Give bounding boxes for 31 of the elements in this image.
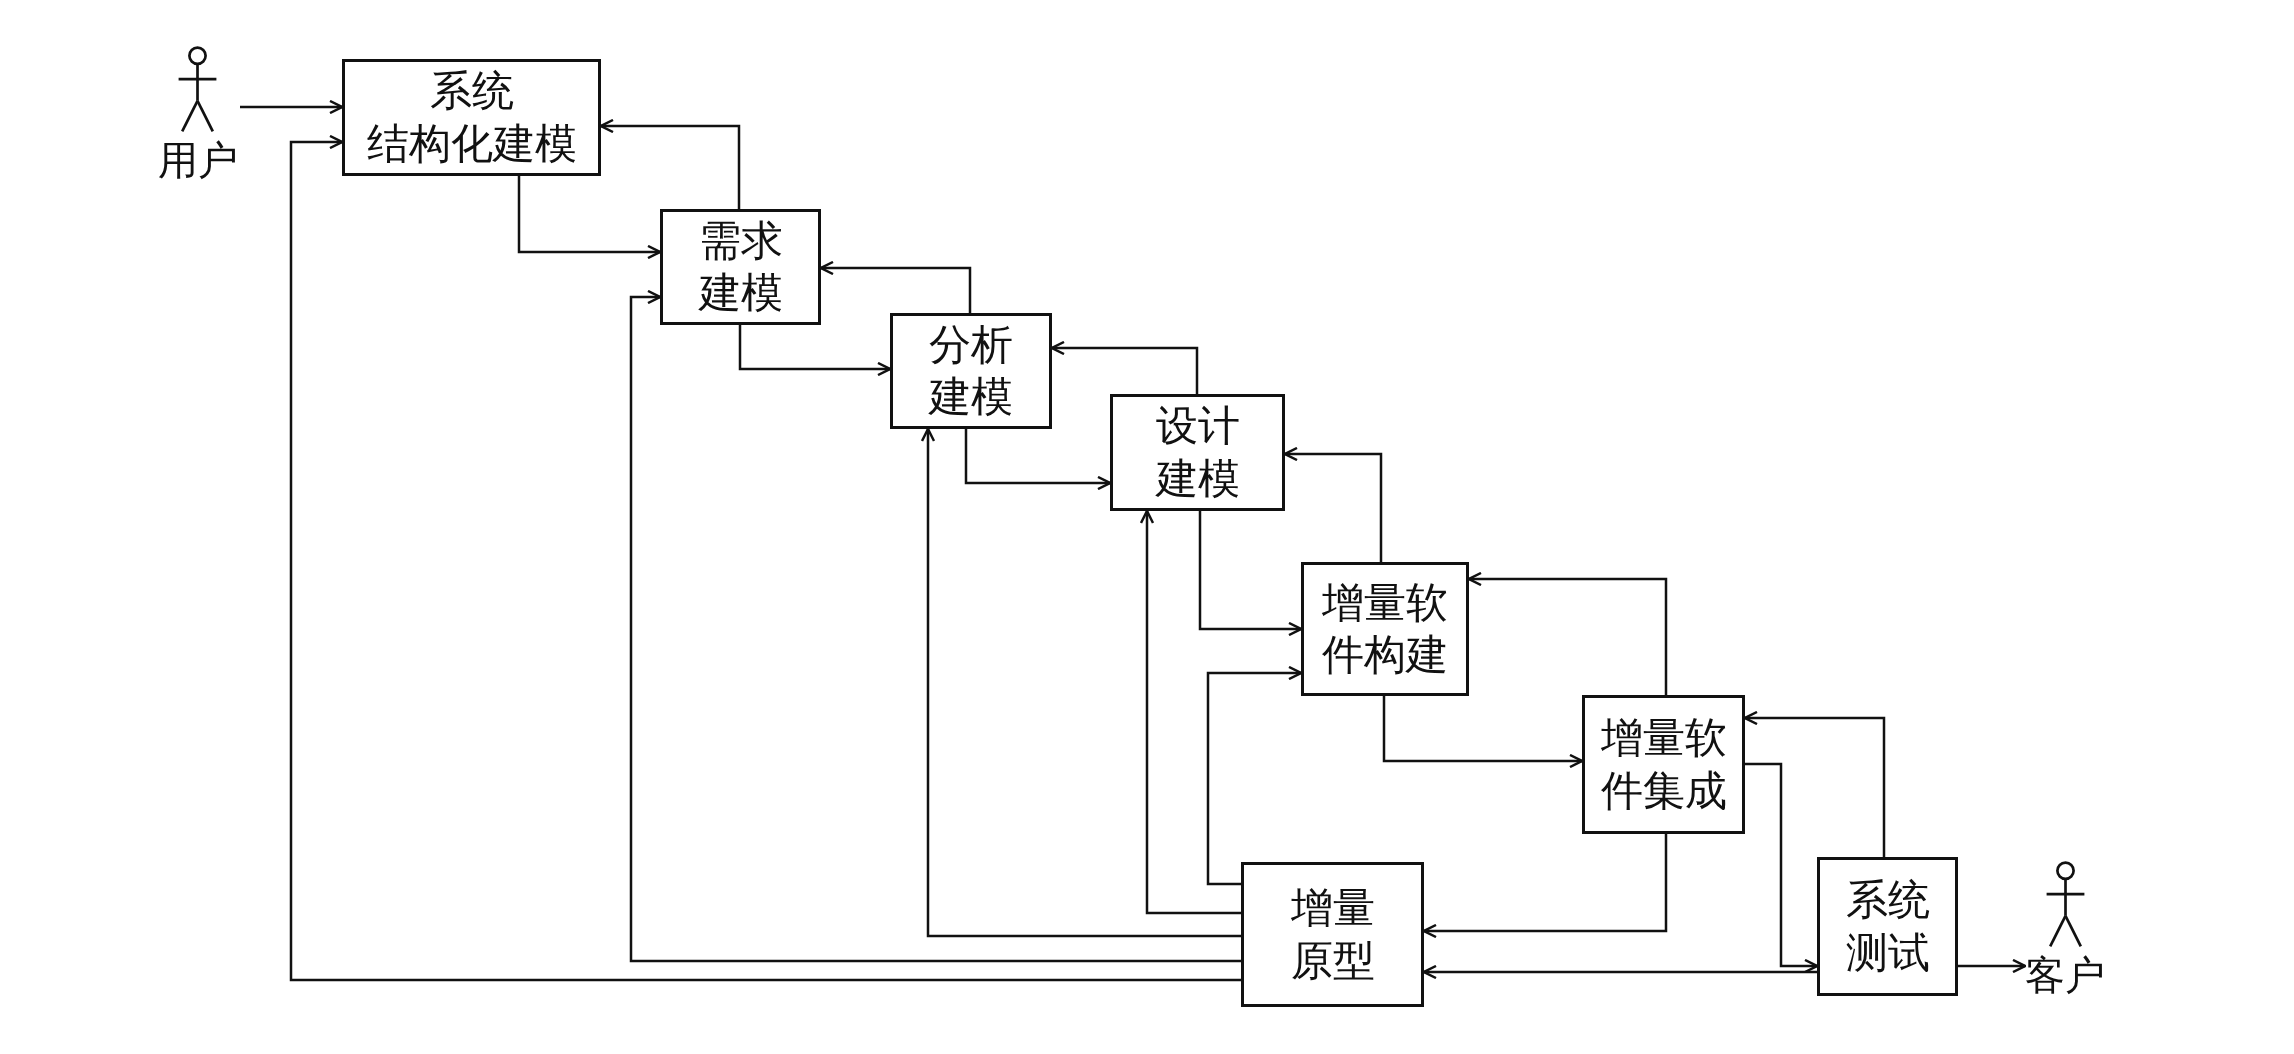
process-box: 增量软件构建 xyxy=(1301,562,1469,696)
arrow xyxy=(819,260,972,313)
process-box: 系统测试 xyxy=(1817,857,1958,996)
process-box: 分析建模 xyxy=(890,313,1052,429)
actor-label: 用户 xyxy=(157,137,238,183)
arrow xyxy=(599,118,741,209)
process-box: 增量软件集成 xyxy=(1582,695,1745,834)
arrow xyxy=(1382,696,1584,769)
arrow xyxy=(1958,958,2027,974)
process-box: 系统结构化建模 xyxy=(342,59,601,176)
arrow xyxy=(1467,571,1668,695)
arrow xyxy=(1206,665,1303,886)
arrow xyxy=(738,325,892,377)
arrow xyxy=(1050,340,1199,394)
arrow xyxy=(1743,710,1886,857)
arrow xyxy=(1745,762,1819,974)
arrow xyxy=(964,429,1112,491)
arrow xyxy=(517,176,662,260)
process-box: 需求建模 xyxy=(660,209,821,325)
arrow xyxy=(1422,834,1668,939)
arrow xyxy=(1422,964,1817,980)
arrow xyxy=(240,99,344,115)
arrow xyxy=(1198,511,1303,637)
arrow xyxy=(1139,509,1241,915)
arrow xyxy=(289,134,1241,982)
actor-label: 客户 xyxy=(2025,952,2105,998)
process-box: 增量原型 xyxy=(1241,862,1424,1007)
arrow xyxy=(1283,446,1383,562)
arrow xyxy=(920,427,1241,938)
arrow xyxy=(629,289,1241,963)
process-box: 设计建模 xyxy=(1110,394,1285,511)
